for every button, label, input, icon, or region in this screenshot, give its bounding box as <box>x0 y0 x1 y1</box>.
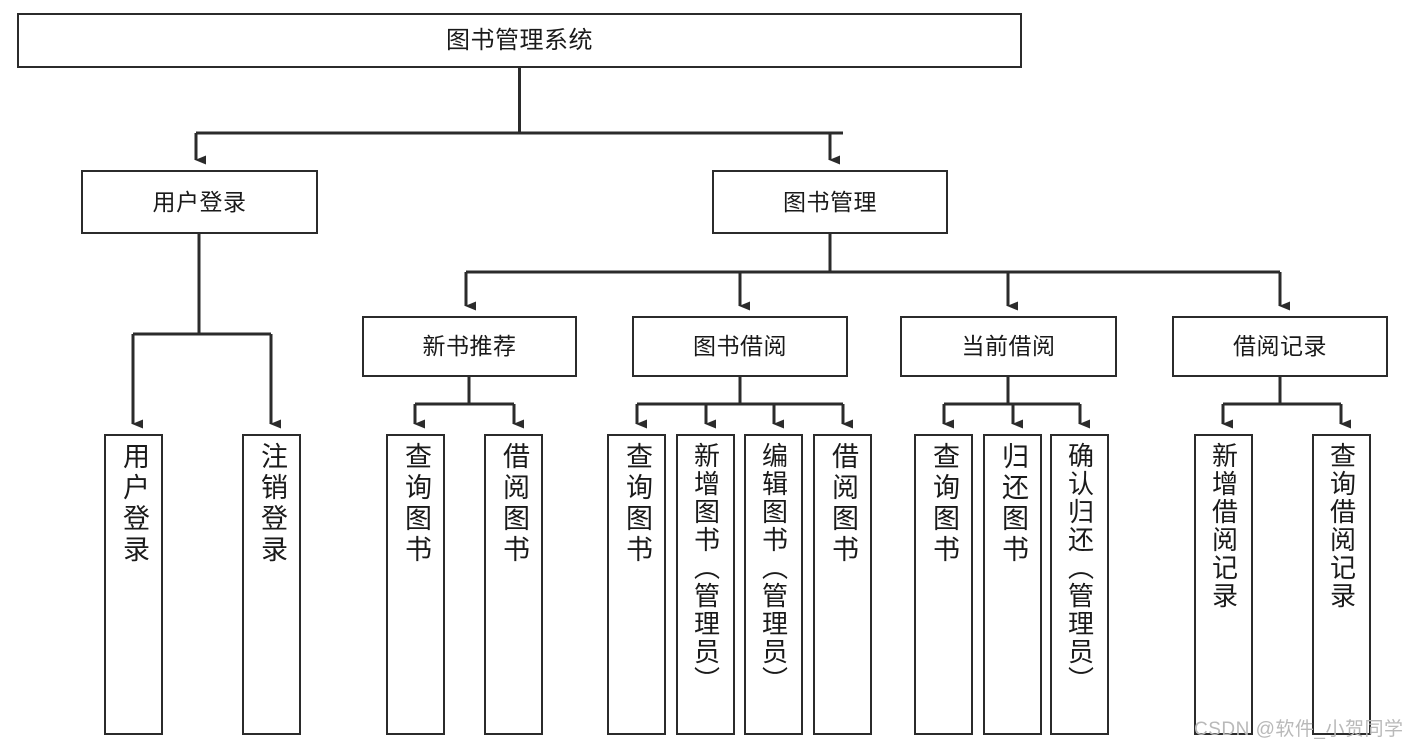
node-label: 新增借阅记录 <box>1208 442 1239 610</box>
node-label: 图书管理系统 <box>446 26 593 54</box>
leaf-add-borrow-record[interactable]: 新增借阅记录 <box>1194 434 1253 735</box>
leaf-user-login[interactable]: 用户登录 <box>104 434 163 735</box>
leaf-query-book-3[interactable]: 查询图书 <box>914 434 973 735</box>
node-root-book-management-system[interactable]: 图书管理系统 <box>17 13 1022 68</box>
leaf-borrow-book-1[interactable]: 借阅图书 <box>484 434 543 735</box>
node-current-borrow[interactable]: 当前借阅 <box>900 316 1117 377</box>
leaf-confirm-return-admin[interactable]: 确认归还（管理员） <box>1050 434 1109 735</box>
leaf-borrow-book-2[interactable]: 借阅图书 <box>813 434 872 735</box>
leaf-edit-book-admin[interactable]: 编辑图书（管理员） <box>744 434 803 735</box>
node-label: 新书推荐 <box>422 333 517 360</box>
node-label: 编辑图书（管理员） <box>758 442 789 694</box>
leaf-return-book[interactable]: 归还图书 <box>983 434 1042 735</box>
leaf-query-book-2[interactable]: 查询图书 <box>607 434 666 735</box>
leaf-add-book-admin[interactable]: 新增图书（管理员） <box>676 434 735 735</box>
node-new-book-recommend[interactable]: 新书推荐 <box>362 316 577 377</box>
node-borrow-record[interactable]: 借阅记录 <box>1172 316 1388 377</box>
node-label: 注销登录 <box>257 442 287 566</box>
node-book-borrow[interactable]: 图书借阅 <box>632 316 848 377</box>
node-label: 新增图书（管理员） <box>690 442 721 694</box>
node-label: 图书管理 <box>783 188 877 215</box>
node-label: 归还图书 <box>998 442 1028 566</box>
node-label: 确认归还（管理员） <box>1064 442 1095 694</box>
csdn-watermark: CSDN @软件_小贺同学 <box>1194 719 1404 740</box>
node-user-login[interactable]: 用户登录 <box>81 170 318 234</box>
node-label: 用户登录 <box>119 442 149 566</box>
node-label: 查询借阅记录 <box>1326 442 1357 610</box>
node-label: 借阅图书 <box>499 442 529 566</box>
node-label: 查询图书 <box>929 442 959 566</box>
node-book-management[interactable]: 图书管理 <box>712 170 948 234</box>
leaf-query-borrow-record[interactable]: 查询借阅记录 <box>1312 434 1371 735</box>
node-label: 查询图书 <box>401 442 431 566</box>
leaf-user-logout[interactable]: 注销登录 <box>242 434 301 735</box>
node-label: 当前借阅 <box>961 333 1056 360</box>
node-label: 图书借阅 <box>693 333 787 360</box>
node-label: 借阅记录 <box>1233 333 1327 360</box>
node-label: 查询图书 <box>622 442 652 566</box>
node-label: 借阅图书 <box>828 442 858 566</box>
node-label: 用户登录 <box>152 188 247 215</box>
leaf-query-book-1[interactable]: 查询图书 <box>386 434 445 735</box>
